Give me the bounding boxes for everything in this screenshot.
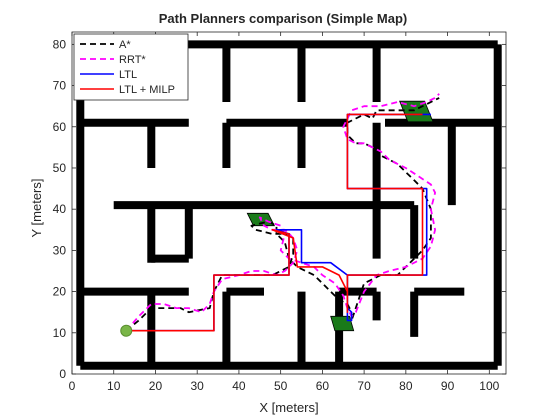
x-tick-label: 30 bbox=[191, 379, 205, 393]
legend-label: LTL bbox=[119, 69, 137, 81]
y-tick-label: 20 bbox=[53, 285, 67, 299]
series-line-ltl-milp bbox=[126, 113, 424, 332]
y-tick-label: 70 bbox=[53, 79, 67, 93]
axes-box bbox=[71, 31, 507, 375]
y-tick-label: 30 bbox=[53, 243, 67, 257]
x-tick-label: 40 bbox=[232, 379, 246, 393]
legend-label: LTL + MILP bbox=[119, 84, 175, 96]
goal-region-2 bbox=[330, 315, 355, 332]
series-line-rrt- bbox=[125, 93, 440, 332]
y-tick-label: 0 bbox=[59, 367, 66, 381]
x-tick-label: 60 bbox=[316, 379, 330, 393]
plot-area: 0 10 20 30 40 50 60 70 80 90 100 0 10 20 30 40 50 60 70 80 bbox=[53, 31, 507, 393]
x-tick-label: 70 bbox=[357, 379, 371, 393]
x-tick-label: 80 bbox=[399, 379, 413, 393]
x-tick-label: 20 bbox=[149, 379, 163, 393]
y-axis-label: Y [meters] bbox=[29, 178, 44, 237]
y-tick-label: 50 bbox=[53, 161, 67, 175]
y-tick-label: 40 bbox=[53, 202, 67, 216]
legend-label: RRT* bbox=[119, 54, 146, 66]
legend-label: A* bbox=[119, 39, 131, 51]
x-tick-label: 0 bbox=[69, 379, 76, 393]
y-tick-label: 60 bbox=[53, 120, 67, 134]
x-tick-label: 90 bbox=[441, 379, 455, 393]
goal-region-0 bbox=[399, 100, 434, 123]
x-tick-label: 100 bbox=[479, 379, 499, 393]
legend: A* RRT* LTL LTL + MILP bbox=[73, 33, 189, 101]
x-tick-label: 10 bbox=[107, 379, 121, 393]
y-tick-label: 80 bbox=[53, 37, 67, 51]
chart-title: Path Planners comparison (Simple Map) bbox=[159, 11, 408, 26]
x-tick-label: 50 bbox=[274, 379, 288, 393]
start-point bbox=[120, 324, 133, 337]
x-axis-label: X [meters] bbox=[259, 400, 318, 415]
y-tick-label: 10 bbox=[53, 326, 67, 340]
